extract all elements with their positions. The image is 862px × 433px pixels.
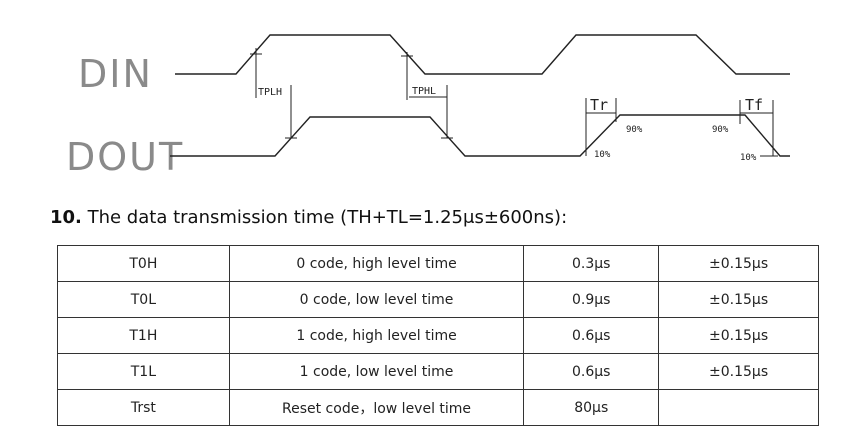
symbol-cell: T0L — [57, 281, 230, 318]
table-row: T0H 0 code, high level time 0.3μs ±0.15μ… — [57, 245, 819, 282]
symbol-cell: Trst — [57, 389, 230, 426]
rise-time-marker: Tr 90% 10% — [585, 96, 643, 160]
section-title: The data transmission time (TH+TL=1.25μs… — [81, 207, 568, 228]
din-label: DIN — [78, 52, 153, 96]
symbol-cell: T0H — [57, 245, 230, 282]
description-cell: 0 code, high level time — [228, 245, 525, 282]
tr-label: Tr — [590, 96, 608, 114]
rise-10-label: 10% — [594, 150, 611, 160]
tolerance-cell: ±0.15μs — [658, 353, 819, 390]
value-cell: 0.3μs — [523, 245, 660, 282]
value-cell: 0.9μs — [523, 281, 660, 318]
din-waveform — [175, 34, 790, 75]
tplh-marker: TPLH — [250, 48, 297, 139]
value-cell: 0.6μs — [523, 317, 660, 354]
fall-10-label: 10% — [740, 153, 757, 163]
table-row: T1H 1 code, high level time 0.6μs ±0.15μ… — [57, 317, 819, 354]
dout-label: DOUT — [66, 135, 184, 179]
table-row: T1L 1 code, low level time 0.6μs ±0.15μs — [57, 353, 819, 390]
description-cell: Reset code，low level time — [228, 389, 525, 426]
tolerance-cell: ±0.15μs — [658, 245, 819, 282]
tolerance-cell — [658, 389, 819, 426]
timing-table: T0H 0 code, high level time 0.3μs ±0.15μ… — [57, 245, 819, 426]
tphl-label: TPHL — [412, 86, 436, 97]
fall-90-label: 90% — [712, 125, 729, 135]
tolerance-cell: ±0.15μs — [658, 281, 819, 318]
rise-90-label: 90% — [626, 125, 643, 135]
value-cell: 80μs — [523, 389, 660, 426]
tphl-marker: TPHL — [401, 52, 453, 139]
timing-diagram: DIN DOUT TPLH TPHL Tr 90% 10% Tf 90% — [66, 34, 790, 179]
tolerance-cell: ±0.15μs — [658, 317, 819, 354]
value-cell: 0.6μs — [523, 353, 660, 390]
table-row: T0L 0 code, low level time 0.9μs ±0.15μs — [57, 281, 819, 318]
symbol-cell: T1H — [57, 317, 230, 354]
description-cell: 1 code, low level time — [228, 353, 525, 390]
fall-time-marker: Tf 90% 10% — [712, 96, 778, 163]
symbol-cell: T1L — [57, 353, 230, 390]
tplh-label: TPLH — [258, 87, 282, 98]
dout-waveform — [170, 114, 790, 157]
description-cell: 1 code, high level time — [228, 317, 525, 354]
table-row: Trst Reset code，low level time 80μs — [57, 389, 819, 426]
section-number: 10. — [50, 207, 82, 228]
description-cell: 0 code, low level time — [228, 281, 525, 318]
tf-label: Tf — [745, 96, 763, 114]
section-heading: 10. The data transmission time (TH+TL=1.… — [50, 207, 567, 228]
